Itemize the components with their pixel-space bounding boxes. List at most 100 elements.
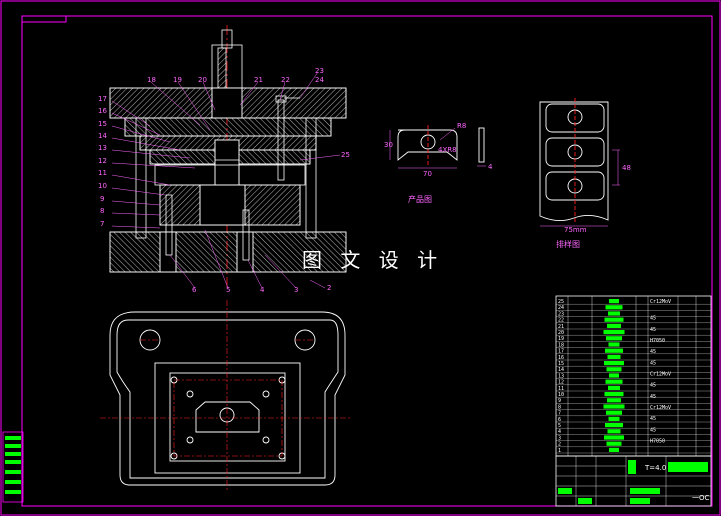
bom-part-name-fill — [609, 299, 619, 304]
strip-layout — [539, 98, 620, 227]
callout-top-4: 22 — [281, 76, 290, 84]
thickness-label: T=4.0 — [644, 464, 666, 472]
product-dim-thickness: 4 — [488, 163, 493, 171]
callout-top-1: 19 — [173, 76, 182, 84]
bom-row-number: 22 — [558, 318, 564, 324]
callout-bottom-4: 2 — [327, 284, 331, 292]
bom-part-name-fill — [607, 323, 621, 328]
bom-row-number: 20 — [558, 330, 564, 336]
bom-part-name-fill — [608, 385, 620, 390]
bom-material: 45 — [650, 360, 656, 366]
bom-part-name-fill — [605, 379, 623, 384]
bom-row-number: 18 — [558, 342, 564, 348]
bom-part-name-fill — [606, 336, 622, 341]
product-dim-hole: 4XR8 — [438, 146, 457, 154]
product-dim-width: 70 — [423, 170, 432, 178]
title-block: T=4.0 一OC — [555, 455, 712, 507]
callout-left-4: 13 — [98, 144, 107, 152]
bom-row-number: 9 — [558, 398, 561, 404]
callout-bottom-0: 6 — [192, 286, 197, 294]
bom-part-name-fill — [609, 447, 619, 452]
bom-part-name-fill — [604, 317, 624, 322]
bom-part-name-fill — [606, 367, 622, 372]
bom-row-number: 12 — [558, 380, 564, 386]
callout-bottom-2: 4 — [260, 286, 265, 294]
callout-left-6: 11 — [98, 169, 107, 177]
callout-left-3: 14 — [98, 132, 107, 140]
callout-left-5: 12 — [98, 157, 107, 165]
bom-material: 45 — [650, 327, 656, 333]
bom-part-name-fill — [607, 398, 621, 403]
bom-part-name-fill — [604, 435, 624, 440]
plan-view — [100, 300, 350, 490]
bom-row-number: 13 — [558, 373, 564, 379]
bom-rows: 2524232221201918171615141312111098765432… — [556, 299, 711, 454]
layout-title: 排样图 — [556, 239, 580, 249]
bom-part-name-fill — [608, 416, 620, 421]
corner-mark: 一OC — [692, 494, 710, 502]
bom-part-name-fill — [603, 404, 625, 409]
callout-left-1: 16 — [98, 107, 107, 115]
bom-row-number: 7 — [558, 411, 561, 417]
bom-row-number: 1 — [558, 448, 561, 454]
bom-row-number: 17 — [558, 349, 564, 355]
bom-row-number: 5 — [558, 423, 561, 429]
left-margin-strip — [2, 431, 24, 503]
bom-part-name-fill — [605, 305, 623, 310]
die-assembly-section — [109, 25, 347, 290]
bom-part-name-fill — [605, 348, 623, 353]
bom-row-number: 23 — [558, 311, 564, 317]
bom-row-number: 2 — [558, 442, 561, 448]
bom-row-number: 8 — [558, 404, 561, 410]
bom-material: 45 — [650, 427, 656, 433]
bom-row-number: 11 — [558, 386, 564, 392]
callout-left-8: 9 — [100, 195, 104, 203]
callout-top-5: 23 — [315, 67, 324, 75]
bom-material: 45 — [650, 416, 656, 422]
product-drawing — [389, 125, 486, 169]
bom-material: 45 — [650, 349, 656, 355]
callout-bottom-1: 5 — [226, 286, 230, 294]
bom-row-number: 14 — [558, 367, 564, 373]
callout-left-7: 10 — [98, 182, 107, 190]
bom-part-name-fill — [606, 410, 622, 415]
bom-material: 45 — [650, 316, 656, 322]
callout-leaders — [111, 71, 341, 289]
bom-part-name-fill — [604, 361, 624, 366]
bom-part-name-fill — [609, 373, 619, 378]
callout-left-2: 15 — [98, 120, 107, 128]
bom-part-name-fill — [604, 392, 624, 397]
watermark-text: 图 文 设 计 — [302, 248, 443, 272]
product-title: 产品图 — [408, 194, 432, 204]
callout-bottom-3: 3 — [294, 286, 298, 294]
bom-row-number: 16 — [558, 355, 564, 361]
product-dims: R8 30 4XR8 70 4 — [384, 122, 493, 178]
bom-material: Cr12MoV — [650, 405, 671, 411]
callout-right-0: 25 — [341, 151, 350, 159]
bom-row-number: 4 — [558, 429, 561, 435]
bom-material: Cr12MoV — [650, 299, 671, 305]
bom-row-number: 21 — [558, 324, 564, 330]
bom-part-name-fill — [603, 330, 625, 335]
callout-top-3: 21 — [254, 76, 263, 84]
callout-left-9: 8 — [100, 207, 104, 215]
bom-part-name-fill — [607, 429, 621, 434]
bom-row-number: 19 — [558, 336, 564, 342]
callout-top-2: 20 — [198, 76, 207, 84]
bom-row-number: 15 — [558, 361, 564, 367]
product-dim-height: 30 — [384, 141, 393, 149]
bom-part-name-fill — [606, 441, 622, 446]
bom-row-number: 3 — [558, 435, 561, 441]
callout-labels: 17 16 15 14 13 12 11 10 9 8 7 18 19 20 2… — [98, 67, 350, 294]
product-dim-r8: R8 — [457, 122, 466, 130]
layout-dim-width: 75mm — [564, 226, 587, 234]
bom-material: 45 — [650, 394, 656, 400]
bom-row-number: 10 — [558, 392, 564, 398]
bom-table: 2524232221201918171615141312111098765432… — [555, 295, 712, 457]
callout-left-10: 7 — [100, 220, 104, 228]
bom-part-name-fill — [608, 311, 620, 316]
layout-dim-pitch: 48 — [622, 164, 631, 172]
bom-part-name-fill — [605, 423, 623, 428]
